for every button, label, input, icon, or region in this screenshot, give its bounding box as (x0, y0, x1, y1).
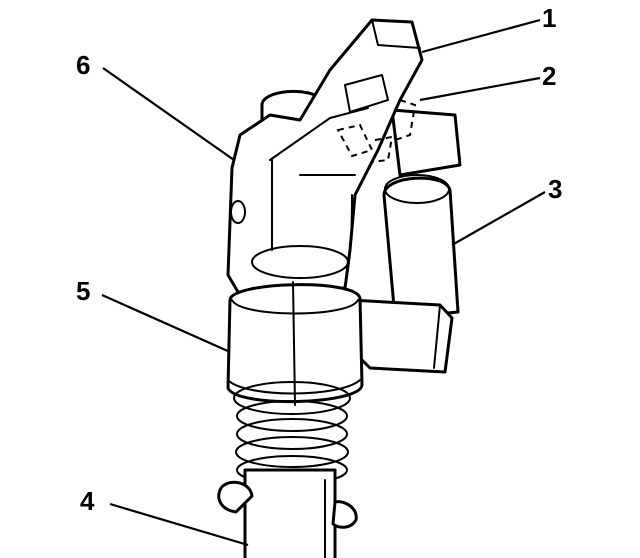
callout-5: 5 (76, 276, 90, 306)
callout-labels: 1 2 3 4 5 6 (76, 3, 562, 516)
callout-1: 1 (542, 3, 556, 33)
leader-2 (419, 76, 541, 102)
callout-4: 4 (80, 486, 95, 516)
leader-lines (101, 18, 546, 547)
leader-1 (421, 18, 541, 54)
leader-5 (101, 293, 231, 354)
cylinder-pin (382, 174, 460, 320)
leader-6 (102, 67, 235, 161)
hex-nut (226, 281, 364, 406)
callout-2: 2 (542, 61, 556, 91)
callout-3: 3 (548, 174, 562, 204)
leader-3 (451, 191, 546, 246)
shaft-rod (217, 468, 358, 558)
leader-4 (109, 502, 249, 547)
callout-6: 6 (76, 50, 90, 80)
main-lever-body (226, 18, 424, 294)
hidden-plunger (336, 99, 417, 163)
bracket-arm (348, 298, 454, 374)
